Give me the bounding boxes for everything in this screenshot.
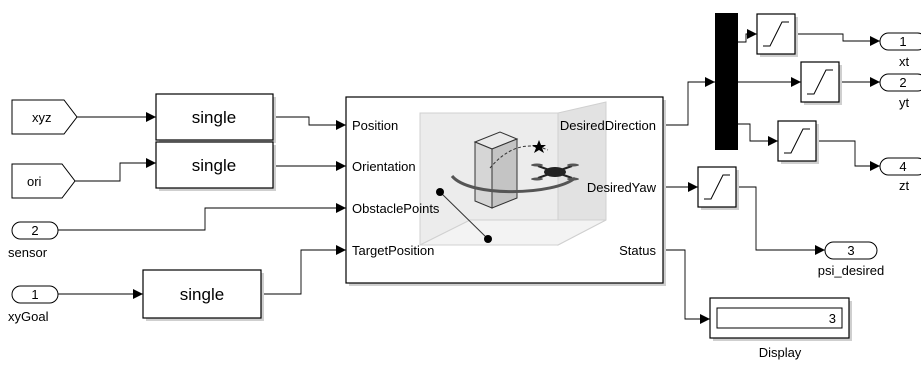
- outport-zt[interactable]: 4 zt: [879, 157, 921, 193]
- port-label-position: Position: [352, 118, 398, 133]
- inport-number: 1: [31, 287, 38, 302]
- outport-label: xt: [899, 54, 910, 69]
- from-block-xyz[interactable]: xyz: [11, 99, 78, 135]
- from-label-xyz: xyz: [32, 110, 52, 125]
- inport-xygoal[interactable]: 1 xyGoal: [8, 285, 59, 324]
- saturation-block-2[interactable]: [800, 61, 842, 105]
- display-value: 3: [829, 311, 836, 326]
- outport-label: zt: [899, 178, 910, 193]
- demux-block[interactable]: [715, 13, 738, 150]
- outport-number: 4: [899, 159, 906, 174]
- wire-ori-single: [75, 158, 156, 182]
- outport-psi-desired[interactable]: 3 psi_desired: [818, 241, 885, 278]
- display-label: Display: [759, 345, 802, 360]
- saturation-block-4[interactable]: [697, 166, 739, 210]
- saturation-block-1[interactable]: [756, 13, 798, 57]
- inport-label: sensor: [8, 245, 48, 260]
- obstacle-avoidance-block[interactable]: Position Orientation ObstaclePoints Targ…: [345, 96, 666, 286]
- port-label-obstacle-points: ObstaclePoints: [352, 201, 440, 216]
- wire-sensor-obstacle: [58, 203, 346, 231]
- port-label-desired-direction: DesiredDirection: [560, 118, 656, 133]
- saturation-block-3[interactable]: [777, 120, 819, 164]
- convert-label: single: [180, 285, 224, 304]
- port-label-orientation: Orientation: [352, 159, 416, 174]
- inport-number: 2: [31, 223, 38, 238]
- inport-sensor[interactable]: 2 sensor: [8, 221, 59, 260]
- inport-label: xyGoal: [8, 309, 49, 324]
- convert-label: single: [192, 156, 236, 175]
- outport-label: yt: [899, 95, 910, 110]
- wire-direction-mux: [663, 77, 715, 126]
- wire-mux-sat3: [738, 123, 778, 146]
- wire-mux-sat1: [738, 29, 757, 43]
- wire-status-display: [663, 249, 710, 324]
- convert-block-2[interactable]: single: [155, 141, 276, 191]
- convert-block-3[interactable]: single: [142, 269, 264, 321]
- from-label-ori: ori: [27, 174, 42, 189]
- from-block-ori[interactable]: ori: [11, 163, 76, 199]
- wire-single-target: [261, 245, 346, 295]
- wire-sat3-zt: [816, 140, 880, 171]
- outport-label: psi_desired: [818, 263, 885, 278]
- port-label-desired-yaw: DesiredYaw: [587, 180, 657, 195]
- wire-sat4-psi: [736, 186, 825, 255]
- port-label-status: Status: [619, 243, 656, 258]
- signal-lines: [58, 29, 880, 324]
- outport-number: 3: [847, 243, 854, 258]
- outport-yt[interactable]: 2 yt: [879, 73, 921, 110]
- outport-number: 2: [899, 75, 906, 90]
- wire-sat1-xt: [795, 33, 880, 46]
- display-block[interactable]: 3 Display: [709, 297, 852, 360]
- outport-xt[interactable]: 1 xt: [879, 32, 921, 69]
- convert-block-1[interactable]: single: [155, 93, 276, 143]
- obstacle-avoidance-icon: [419, 101, 607, 246]
- wire-single-position: [273, 116, 346, 130]
- port-label-target-position: TargetPosition: [352, 243, 434, 258]
- convert-label: single: [192, 108, 236, 127]
- outport-number: 1: [899, 34, 906, 49]
